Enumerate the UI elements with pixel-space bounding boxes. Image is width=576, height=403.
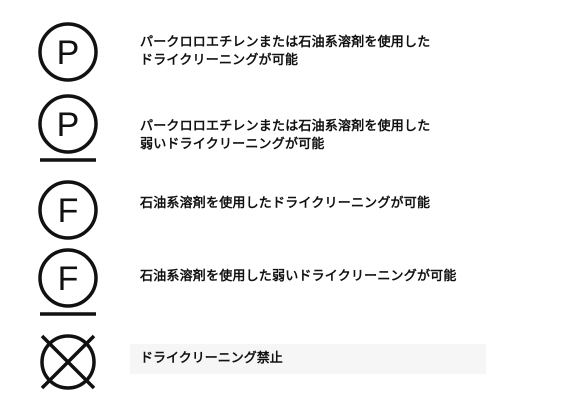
symbol-letter: F <box>58 260 79 298</box>
dry-clean-p-icon: P <box>36 20 100 84</box>
symbol-description: 石油系溶剤を使用したドライクリーニングが可能 <box>140 195 430 213</box>
symbol-letter: P <box>57 34 80 72</box>
symbol-description: ドライクリーニング禁止 <box>130 344 486 374</box>
description-line: 石油系溶剤を使用した弱いドライクリーニングが可能 <box>140 269 457 284</box>
description-line: パークロロエチレンまたは石油系溶剤を使用した <box>140 35 431 50</box>
dry-clean-f-gentle-icon: F <box>36 248 100 320</box>
dry-clean-f-icon: F <box>36 178 100 242</box>
symbol-letter: P <box>57 106 80 144</box>
description-line: パークロロエチレンまたは石油系溶剤を使用した <box>140 119 431 134</box>
description-line: 弱いドライクリーニングが可能 <box>140 137 325 152</box>
no-dry-clean-icon <box>36 330 100 394</box>
symbol-letter: F <box>58 192 79 230</box>
description-line: ドライクリーニング禁止 <box>140 351 283 366</box>
symbol-description: 石油系溶剤を使用した弱いドライクリーニングが可能 <box>140 268 457 286</box>
symbol-description: パークロロエチレンまたは石油系溶剤を使用した 弱いドライクリーニングが可能 <box>140 118 430 154</box>
symbol-description: パークロロエチレンまたは石油系溶剤を使用した ドライクリーニングが可能 <box>140 34 430 70</box>
dry-clean-p-gentle-icon: P <box>36 94 100 166</box>
description-line: 石油系溶剤を使用したドライクリーニングが可能 <box>140 196 431 211</box>
description-line: ドライクリーニングが可能 <box>140 53 299 68</box>
